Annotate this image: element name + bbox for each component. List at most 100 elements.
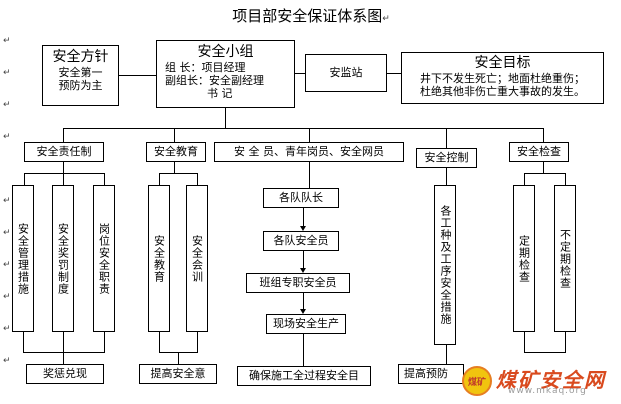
category-label: 安全教育: [154, 145, 198, 158]
connector: [303, 334, 304, 366]
margin-mark: ↵: [3, 36, 11, 46]
chain-label: 各队队长: [279, 191, 323, 204]
safety-goal-line: 井下不发生死亡；地面杜绝重伤；: [420, 72, 585, 85]
safety-group-box: 安全小组 组 长：项目经理 副组长：安全副经理 书 记: [156, 40, 295, 108]
category-label: 安全责任制: [36, 145, 92, 158]
bottom-label: 提高安全意: [150, 367, 206, 380]
connector: [63, 173, 64, 185]
bottom-prevention: 提高预防: [398, 364, 464, 384]
connector: [565, 173, 566, 185]
connector: [524, 173, 525, 185]
connector: [446, 168, 447, 185]
connector: [524, 352, 566, 353]
watermark-logo-text: 煤矿: [467, 377, 486, 388]
safety-goal-line: 杜绝其他非伤亡重大事故的发生。: [420, 85, 585, 98]
connector: [303, 293, 304, 310]
pilcrow-mark: ↵: [382, 14, 390, 24]
responsibility-item-label: 安全奖罚制度: [56, 222, 70, 295]
safety-goal-title: 安全目标: [474, 55, 531, 71]
bottom-reward: 奖惩兑现: [26, 364, 104, 384]
page-title: 项目部安全保证体系图↵: [196, 5, 426, 26]
connector: [387, 73, 401, 74]
connector: [63, 128, 543, 129]
safety-group-line: 副组长：安全副经理: [165, 74, 264, 87]
connector: [565, 332, 566, 352]
margin-mark: ↵: [3, 356, 11, 366]
margin-mark: ↵: [3, 292, 11, 302]
chain-step-team-leader: 各队队长: [263, 188, 339, 208]
connector: [295, 73, 305, 74]
inspection-item-label: 定期检查: [517, 234, 531, 283]
connector: [303, 208, 304, 227]
connector: [119, 75, 156, 76]
education-item-label: 安全教育: [152, 234, 166, 283]
safety-station-box: 安监站: [305, 54, 387, 92]
responsibility-item-label: 岗位安全职责: [97, 222, 111, 295]
safety-group-title: 安全小组: [197, 44, 254, 60]
category-safety-officers: 安 全 员、青年岗员、安全网员: [214, 142, 404, 162]
chain-label: 各队安全员: [273, 234, 329, 247]
bottom-process-safety: 确保施工全过程安全目: [237, 366, 371, 386]
watermark-text: 煤矿安全网: [496, 370, 606, 392]
safety-goal-box: 安全目标 井下不发生死亡；地面杜绝重伤； 杜绝其他非伤亡重大事故的发生。: [401, 52, 604, 104]
connector: [104, 173, 105, 185]
category-education: 安全教育: [146, 142, 206, 162]
chain-step-site-production: 现场安全生产: [266, 314, 346, 334]
connector: [63, 352, 64, 364]
connector: [23, 332, 24, 352]
margin-mark: ↵: [3, 132, 11, 142]
connector: [178, 352, 179, 364]
connector: [159, 332, 160, 352]
education-item-label: 安全会训: [190, 234, 204, 283]
bottom-label: 提高预防: [404, 367, 448, 380]
chain-step-crew-officer: 班组专职安全员: [246, 273, 350, 293]
bottom-awareness: 提高安全意: [139, 364, 217, 384]
responsibility-item: 岗位安全职责: [93, 185, 115, 332]
inspection-item-label: 不定期检查: [558, 228, 572, 289]
chain-label: 现场安全生产: [273, 317, 339, 330]
education-item: 安全会训: [186, 185, 208, 332]
category-label: 安全检查: [517, 145, 561, 158]
safety-policy-title: 安全方针: [52, 49, 109, 65]
connector: [159, 173, 160, 185]
safety-group-line: 组 长：项目经理: [165, 61, 246, 74]
connector: [524, 332, 525, 352]
margin-mark: ↵: [3, 196, 11, 206]
responsibility-item: 安全管理措施: [12, 185, 34, 332]
arrow-down-icon: [300, 268, 306, 273]
title-text: 项目部安全保证体系图: [232, 7, 383, 25]
chain-step-team-officer: 各队安全员: [263, 231, 339, 251]
responsibility-item: 安全奖罚制度: [52, 185, 74, 332]
margin-mark: ↵: [3, 324, 11, 334]
safety-group-line: 书 记: [207, 87, 233, 100]
margin-mark: ↵: [3, 100, 11, 110]
category-label: 安全控制: [424, 151, 469, 164]
safety-policy-box: 安全方针 安全第一 预防为主: [42, 45, 119, 106]
category-label: 安 全 员、青年岗员、安全网员: [234, 145, 384, 158]
safety-station-label: 安监站: [329, 66, 363, 79]
connector: [104, 332, 105, 352]
connector: [63, 332, 64, 352]
responsibility-item-label: 安全管理措施: [16, 222, 30, 295]
connector: [543, 128, 544, 142]
chain-label: 班组专职安全员: [259, 276, 337, 289]
connector: [159, 173, 197, 174]
connector: [309, 128, 310, 142]
category-inspection: 安全检查: [509, 142, 569, 162]
watermark-url: www.mkaq.org: [508, 386, 587, 396]
connector: [174, 128, 175, 142]
watermark-logo-icon: 煤矿: [462, 366, 492, 396]
control-item: 各工种及工序安全措施: [434, 185, 456, 345]
margin-mark: ↵: [3, 260, 11, 270]
connector: [197, 332, 198, 352]
connector: [197, 173, 198, 185]
inspection-item: 不定期检查: [554, 185, 576, 332]
connector: [543, 162, 544, 173]
arrow-down-icon: [300, 226, 306, 231]
connector: [174, 162, 175, 173]
category-responsibility: 安全责任制: [24, 142, 104, 162]
connector: [225, 108, 226, 128]
connector: [24, 173, 25, 185]
control-item-label: 各工种及工序安全措施: [439, 205, 452, 325]
connector: [446, 128, 447, 148]
